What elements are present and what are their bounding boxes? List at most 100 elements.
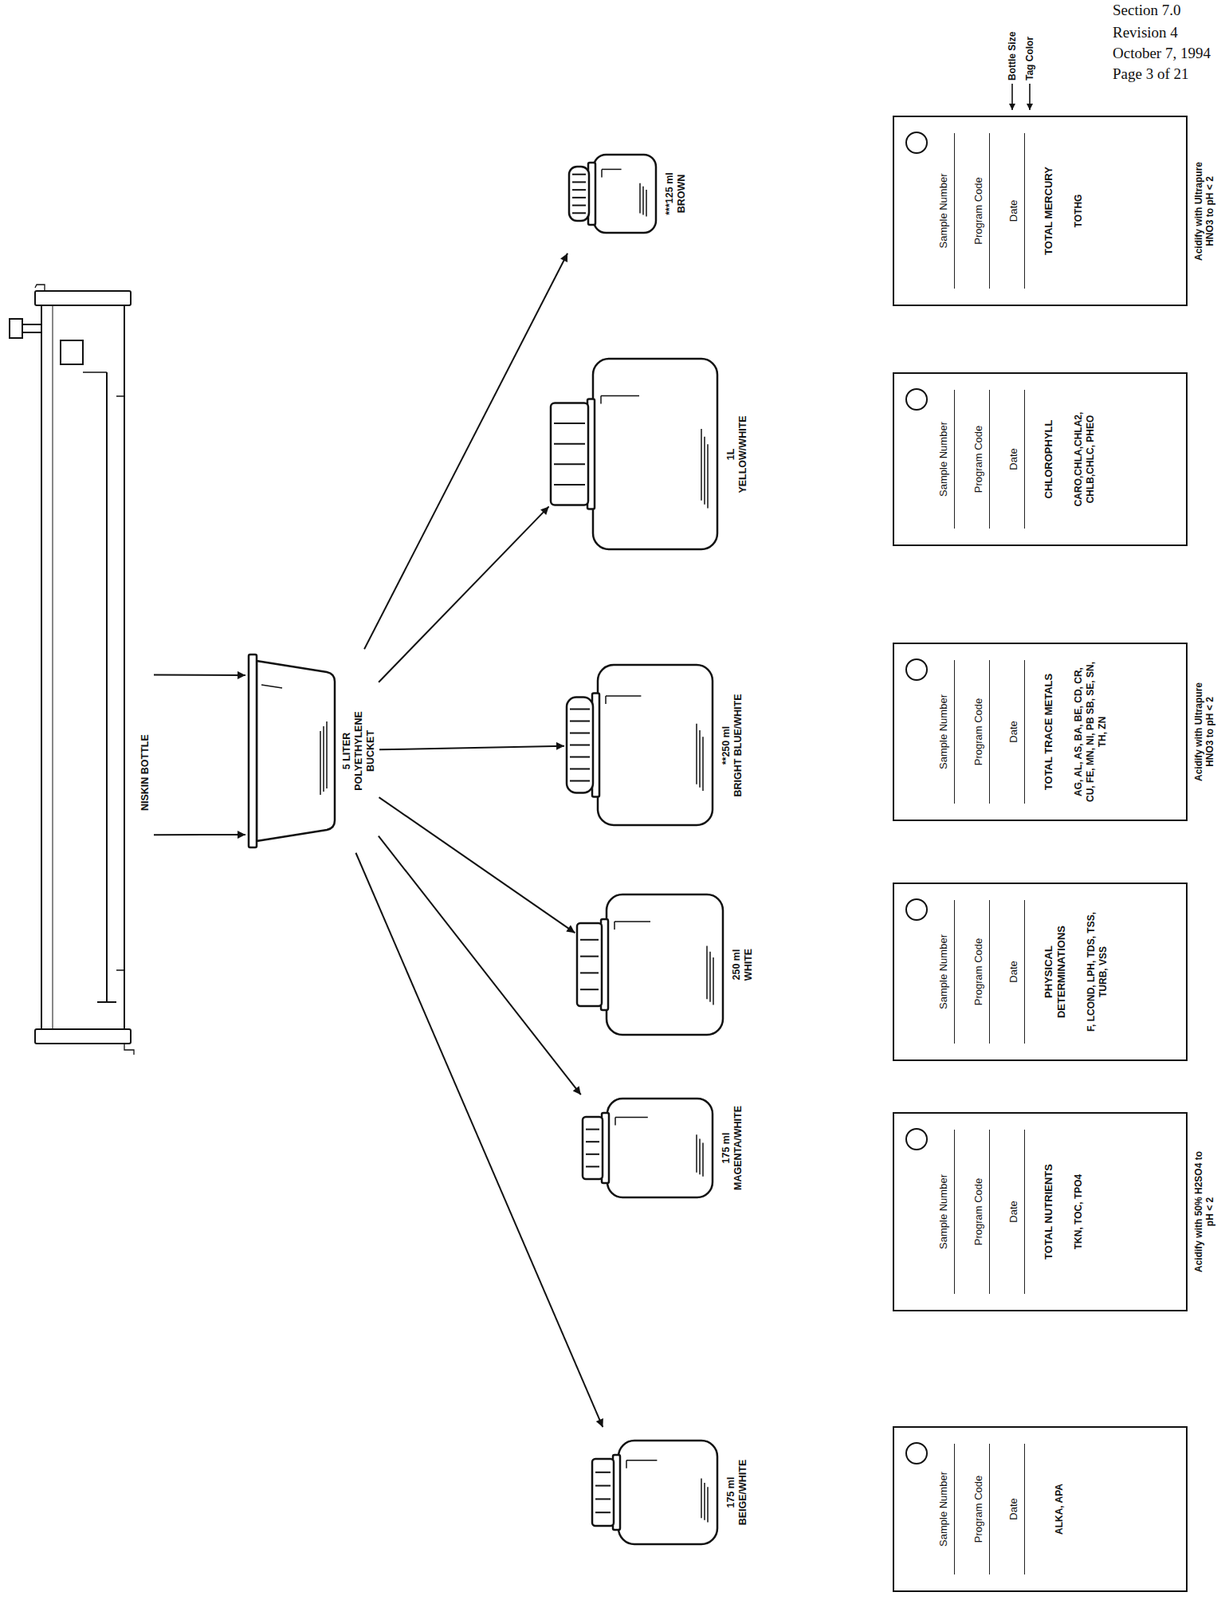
sample-bottle: 1LYELLOW/WHITE	[549, 354, 750, 555]
tag-title: CHLOROPHYLL	[1042, 389, 1056, 529]
write-in-line	[954, 659, 955, 804]
bottle-size: 1L	[725, 354, 738, 555]
write-in-line	[954, 133, 955, 289]
sample-tag: Sample Number Program Code Date PHYSICAL DE…	[892, 882, 1188, 1061]
tag-field: Sample Number	[937, 133, 951, 289]
bucket-drawing	[247, 651, 337, 851]
write-in-line	[1024, 899, 1025, 1044]
tag-field: Sample Number	[937, 659, 951, 804]
analyte-codes: ALKA, APA	[1053, 1443, 1066, 1575]
tag-color: BROWN	[675, 129, 688, 258]
sample-tag: Sample Number Program Code Date ALKA, APA	[892, 1425, 1188, 1592]
sample-bottle: 250 mlWHITE	[576, 889, 755, 1040]
bucket: 5 LITER POLYETHYLENE BUCKET	[247, 651, 377, 851]
tag-field: Sample Number	[937, 1443, 951, 1575]
tag-field: Sample Number	[937, 899, 951, 1044]
flow-arrow	[378, 797, 575, 933]
tag-field: Date	[1007, 899, 1021, 1044]
sample-tag: Sample Number Program Code Date TOTAL TRACE…	[892, 642, 1188, 821]
bottle-size: **250 ml	[720, 660, 733, 831]
write-in-line	[1024, 389, 1025, 529]
sample-tag: Sample Number Program Code Date TOTAL NUTRI…	[892, 1111, 1188, 1312]
flow-arrow	[355, 852, 603, 1427]
legend-label: Bottle Size	[1006, 31, 1018, 81]
tag-hole	[903, 386, 930, 413]
niskin-bottle: NISKIN BOTTLE	[4, 284, 152, 1050]
analyte-codes: TOTHG	[1072, 133, 1085, 289]
niskin-label: NISKIN BOTTLE	[139, 734, 152, 811]
preservation-note: Acidify with Ultrapure HNO3 to pH < 2	[1193, 147, 1216, 275]
tag-field: Date	[1007, 659, 1021, 804]
tag-field: Date	[1007, 1129, 1021, 1294]
tag-title: TOTAL MERCURY	[1042, 133, 1056, 289]
page-header: Section 7.0	[1112, 1, 1182, 20]
legend-label: Tag Color	[1024, 36, 1036, 81]
sample-bottle-drawing	[591, 1428, 719, 1556]
tag-field: Program Code	[972, 389, 986, 529]
tag-color: YELLOW/WHITE	[737, 354, 750, 555]
flow-arrow	[364, 253, 568, 650]
tag-title: TOTAL NUTRIENTS	[1042, 1129, 1056, 1294]
tag-hole	[903, 129, 930, 156]
bottle-size: 175 ml	[725, 1428, 738, 1556]
preservation-note: Acidify with 50% H2SO4 to pH < 2	[1193, 1147, 1216, 1276]
flow-arrow	[153, 674, 246, 676]
sample-bottle-drawing	[581, 1083, 715, 1212]
sample-bottle-drawing	[565, 660, 715, 831]
write-in-line	[989, 659, 990, 804]
sample-bottle: ***125 mlBROWN	[568, 129, 688, 258]
bottle-size: 250 ml	[730, 889, 743, 1040]
write-in-line	[989, 899, 990, 1044]
write-in-line	[989, 389, 990, 529]
flow-arrow	[379, 746, 565, 750]
flow-arrow	[378, 836, 582, 1096]
tag-field: Program Code	[972, 899, 986, 1044]
tag-field: Program Code	[972, 1443, 986, 1575]
analyte-codes: CARO,CHLA,CHLA2, CHLB,CHLC, PHEO	[1072, 389, 1097, 529]
page-header: Revision 4	[1112, 23, 1178, 42]
write-in-line	[1024, 1443, 1025, 1575]
tag-title: TOTAL TRACE METALS	[1042, 659, 1056, 804]
tag-color: MAGENTA/WHITE	[732, 1083, 745, 1212]
bucket-label: 5 LITER POLYETHYLENE BUCKET	[341, 706, 377, 796]
sample-bottle-drawing	[576, 889, 725, 1040]
sample-bottle-drawing	[568, 129, 658, 258]
analyte-codes: F, LCOND, LPH, TDS, TSS, TURB, VSS	[1085, 899, 1110, 1044]
tag-field: Program Code	[972, 659, 986, 804]
tag-hole	[903, 1126, 930, 1152]
write-in-line	[954, 899, 955, 1044]
tag-color: BEIGE/WHITE	[737, 1428, 750, 1556]
niskin-bottle-drawing	[4, 284, 137, 1050]
write-in-line	[954, 1443, 955, 1575]
tag-color: BRIGHT BLUE/WHITE	[732, 660, 745, 831]
write-in-line	[989, 1129, 990, 1294]
preservation-note: Acidify with Ultrapure HNO3 to pH < 2	[1193, 667, 1216, 796]
tag-field: Program Code	[972, 1129, 986, 1294]
flow-arrow	[378, 506, 550, 682]
write-in-line	[1024, 1129, 1025, 1294]
bottle-size: ***125 ml	[663, 129, 676, 258]
write-in-line	[1024, 659, 1025, 804]
tag-hole	[903, 656, 930, 683]
tag-hole	[903, 1440, 930, 1466]
write-in-line	[954, 1129, 955, 1294]
tag-field: Sample Number	[937, 1129, 951, 1294]
sample-tag: Sample Number Program Code Date CHLOROPHYLL…	[892, 372, 1188, 546]
leader-arrow	[1028, 83, 1031, 110]
tag-hole	[903, 896, 930, 923]
bottle-size: 175 ml	[720, 1083, 733, 1212]
write-in-line	[1024, 133, 1025, 289]
tag-field: Date	[1007, 389, 1021, 529]
sample-bottle: 175 mlMAGENTA/WHITE	[581, 1083, 745, 1212]
tag-field: Sample Number	[937, 389, 951, 529]
sample-tag: Sample Number Program Code Date TOTAL MERCU…	[892, 115, 1188, 307]
tag-title: PHYSICAL DETERMINATIONS	[1042, 899, 1069, 1044]
tag-field: Date	[1007, 1443, 1021, 1575]
tag-field: Program Code	[972, 133, 986, 289]
leader-arrow	[1011, 83, 1014, 110]
tag-field: Date	[1007, 133, 1021, 289]
page-header: Page 3 of 21	[1112, 65, 1190, 83]
page-header: October 7, 1994	[1112, 44, 1211, 63]
